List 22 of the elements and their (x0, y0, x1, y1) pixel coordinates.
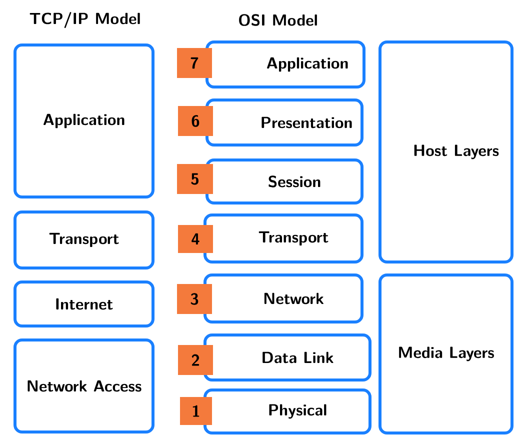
layer-box: Network (204, 273, 364, 324)
layer-box: Network Access (14, 338, 154, 434)
number-badge: 1 (180, 396, 212, 425)
host-layers-box: Media Layers (378, 273, 514, 434)
column-heading: TCP/IP Model (30, 12, 140, 28)
layer-box: Application (206, 40, 366, 88)
layer-box: Application (14, 44, 154, 198)
number-badge: 5 (177, 164, 213, 194)
layer-box: Data Link (204, 333, 372, 382)
layer-box: Physical (204, 388, 372, 434)
number-badge: 2 (178, 345, 213, 375)
number-badge: 6 (178, 106, 213, 136)
layer-box: Internet (14, 280, 154, 328)
column-heading: OSI Model (239, 14, 317, 26)
number-badge: 3 (177, 284, 212, 314)
layer-box: Session (206, 158, 364, 204)
layer-box: Transport (14, 210, 154, 270)
layer-box: Presentation (206, 98, 364, 146)
host-layers-box: Host Layers (378, 40, 514, 264)
number-badge: 7 (177, 48, 212, 78)
number-badge: 4 (178, 225, 213, 253)
layer-box: Transport (204, 214, 364, 264)
